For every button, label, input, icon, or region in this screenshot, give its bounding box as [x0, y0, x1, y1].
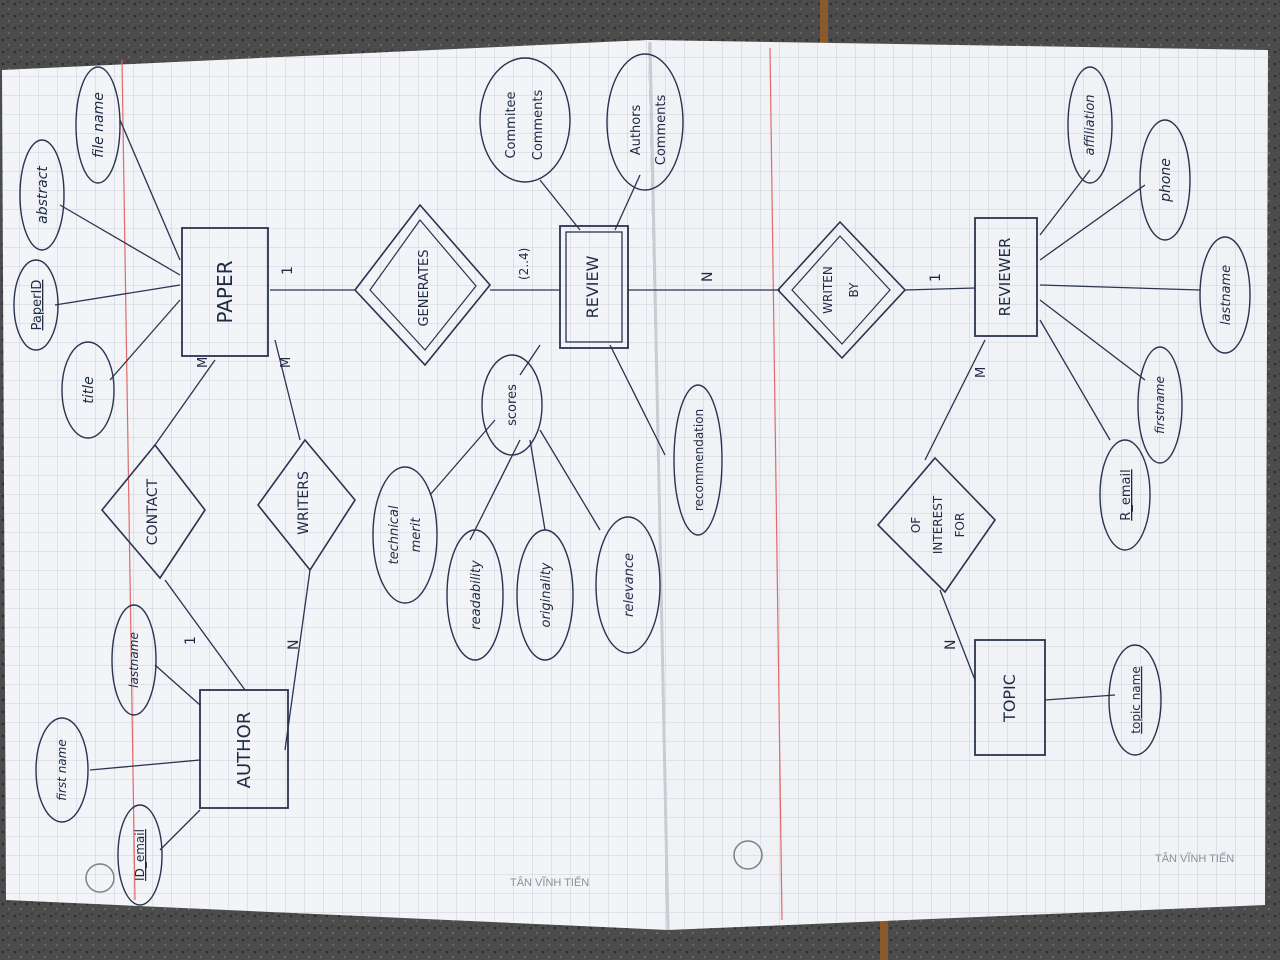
- cardinality-reviewer-1: 1: [928, 273, 944, 282]
- attribute-paper-id: PaperID: [13, 259, 59, 351]
- relationship-contact-label: CONTACT: [145, 478, 161, 545]
- svg-text:Authors: Authors: [629, 105, 644, 156]
- attribute-id-email: ID_email: [117, 804, 163, 906]
- cardinality-review-n: N: [700, 272, 716, 282]
- entity-paper: PAPER: [181, 227, 269, 357]
- svg-text:originality: originality: [539, 562, 554, 627]
- entity-review: REVIEW: [559, 225, 629, 349]
- attribute-originality: originality: [516, 529, 574, 661]
- svg-text:firstname: firstname: [1153, 376, 1167, 434]
- entity-reviewer-label: REVIEWER: [996, 238, 1014, 317]
- relationship-of-interest-line3: FOR: [953, 513, 967, 538]
- relationship-written-by-line2: BY: [847, 282, 861, 298]
- attribute-relevance: relevance: [595, 516, 661, 654]
- svg-text:lastname: lastname: [1219, 265, 1234, 325]
- relationship-writers: WRITERS: [256, 438, 356, 572]
- entity-topic-label: TOPIC: [1000, 674, 1019, 723]
- svg-text:affiliation: affiliation: [1083, 94, 1098, 155]
- attribute-scores: scores: [481, 354, 543, 456]
- cardinality-author-contact: 1: [183, 636, 199, 645]
- svg-text:merit: merit: [409, 517, 424, 553]
- svg-text:readability: readability: [469, 560, 484, 630]
- entity-topic: TOPIC: [974, 639, 1046, 756]
- svg-text:phone: phone: [1158, 158, 1174, 203]
- svg-text:Comments: Comments: [654, 95, 669, 166]
- cardinality-paper-generates: 1: [280, 266, 296, 275]
- relationship-of-interest-for: OF INTEREST FOR: [876, 456, 997, 594]
- attribute-first-name: first name: [35, 717, 89, 823]
- relationship-of-interest-line2: INTEREST: [931, 495, 945, 554]
- attribute-committee-comments: Commitee Comments: [479, 57, 571, 183]
- attribute-topic-name: topic name: [1108, 644, 1162, 756]
- cardinality-paper-writers: M: [279, 357, 294, 368]
- svg-text:scores: scores: [505, 384, 520, 426]
- relationship-of-interest-line1: OF: [909, 517, 923, 533]
- attribute-affiliation: affiliation: [1067, 66, 1113, 184]
- relationship-written-by: WRITEN BY: [776, 220, 907, 360]
- svg-text:Comments: Comments: [531, 90, 546, 161]
- svg-text:lastname: lastname: [127, 632, 141, 688]
- entity-author: AUTHOR: [199, 689, 289, 809]
- brand-label-right: TÂN VĨNH TIẾN: [1155, 852, 1234, 865]
- attribute-title: title: [61, 341, 115, 439]
- relationship-generates: GENERATES: [353, 203, 492, 367]
- svg-text:technical: technical: [387, 505, 402, 564]
- cardinality-paper-contact: M: [196, 357, 211, 368]
- entity-review-label: REVIEW: [583, 255, 602, 318]
- svg-text:file name: file name: [91, 92, 107, 158]
- svg-text:title: title: [81, 376, 97, 403]
- attribute-readability: readability: [446, 529, 504, 661]
- floor-gap: [880, 905, 888, 960]
- attribute-recommendation: recommendation: [673, 384, 723, 536]
- attribute-phone: phone: [1139, 119, 1191, 241]
- entity-author-label: AUTHOR: [234, 712, 255, 789]
- floor-gap: [820, 0, 828, 50]
- relationship-writers-label: WRITERS: [296, 471, 312, 535]
- svg-text:Commitee: Commitee: [504, 91, 519, 158]
- attribute-file-name: file name: [75, 66, 121, 184]
- cardinality-review-limit: (2..4): [517, 248, 531, 280]
- brand-label-left: TÂN VĨNH TIẾN: [510, 876, 589, 889]
- svg-text:abstract: abstract: [35, 166, 51, 224]
- relationship-written-by-line1: WRITEN: [821, 266, 835, 314]
- cardinality-author-writers: N: [286, 640, 302, 650]
- svg-text:ID_email: ID_email: [133, 829, 147, 881]
- entity-reviewer: REVIEWER: [974, 217, 1038, 337]
- attribute-reviewer-firstname: firstname: [1137, 346, 1183, 464]
- attribute-technical-merit: technical merit: [372, 466, 438, 604]
- relationship-generates-label: GENERATES: [417, 249, 432, 326]
- relationship-contact: CONTACT: [100, 443, 206, 580]
- svg-text:relevance: relevance: [622, 553, 637, 617]
- attribute-last-name: lastname: [111, 604, 157, 716]
- connector-lines: [54, 119, 1201, 851]
- svg-text:topic name: topic name: [1129, 666, 1143, 733]
- cardinality-reviewer-m: M: [974, 367, 989, 378]
- attribute-authors-comments: Authors Comments: [606, 53, 684, 191]
- attribute-reviewer-email: R_email: [1099, 439, 1151, 551]
- svg-text:recommendation: recommendation: [692, 409, 706, 511]
- svg-text:first name: first name: [55, 739, 69, 801]
- attribute-reviewer-lastname: lastname: [1199, 236, 1251, 354]
- svg-text:R_email: R_email: [1119, 469, 1134, 520]
- attribute-abstract: abstract: [19, 139, 65, 251]
- entity-paper-label: PAPER: [213, 260, 237, 323]
- cardinality-labels: 1 (2..4) N 1 M M 1 N M N: [183, 248, 989, 650]
- svg-text:PaperID: PaperID: [30, 280, 45, 331]
- cardinality-topic-n: N: [943, 640, 959, 650]
